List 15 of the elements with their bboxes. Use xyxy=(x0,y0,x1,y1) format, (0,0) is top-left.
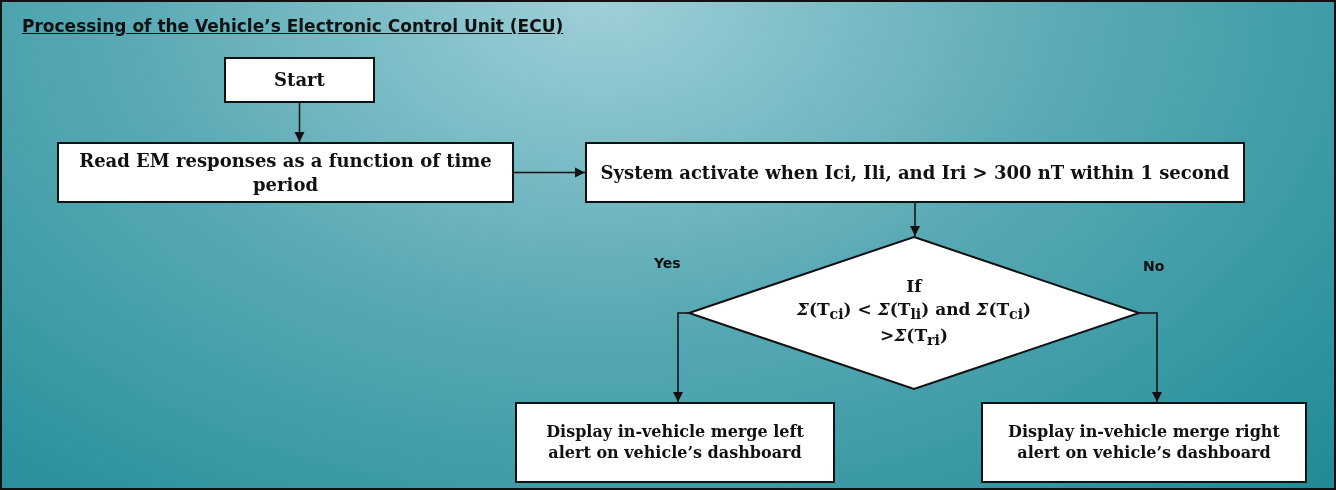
diagram-title: Processing of the Vehicle’s Electronic Control Unit (ECU) xyxy=(22,16,564,36)
arrow xyxy=(909,202,921,237)
arrow xyxy=(1139,312,1163,403)
process-box: Start xyxy=(224,57,375,103)
condition-text: If xyxy=(906,275,922,298)
arrow xyxy=(513,167,586,178)
process-box: Display in-vehicle merge left alert on vehicle’s dashboard xyxy=(515,402,835,483)
edge-label: No xyxy=(1143,258,1165,274)
process-box: Read EM responses as a function of time period xyxy=(57,142,514,203)
condition-text: Σ(T$_{ci}$) < Σ(T$_{li}$) and Σ(T$_{ci}$) >Σ(T$_{ri}$) xyxy=(795,297,1033,351)
process-box: Display in-vehicle merge right alert on vehicle’s dashboard xyxy=(981,402,1307,483)
arrow xyxy=(294,102,305,143)
edge-label: Yes xyxy=(654,255,681,271)
arrow xyxy=(672,312,689,403)
process-box: System activate when Ici, Ili, and Iri > 300 nT within 1 second xyxy=(585,142,1245,203)
